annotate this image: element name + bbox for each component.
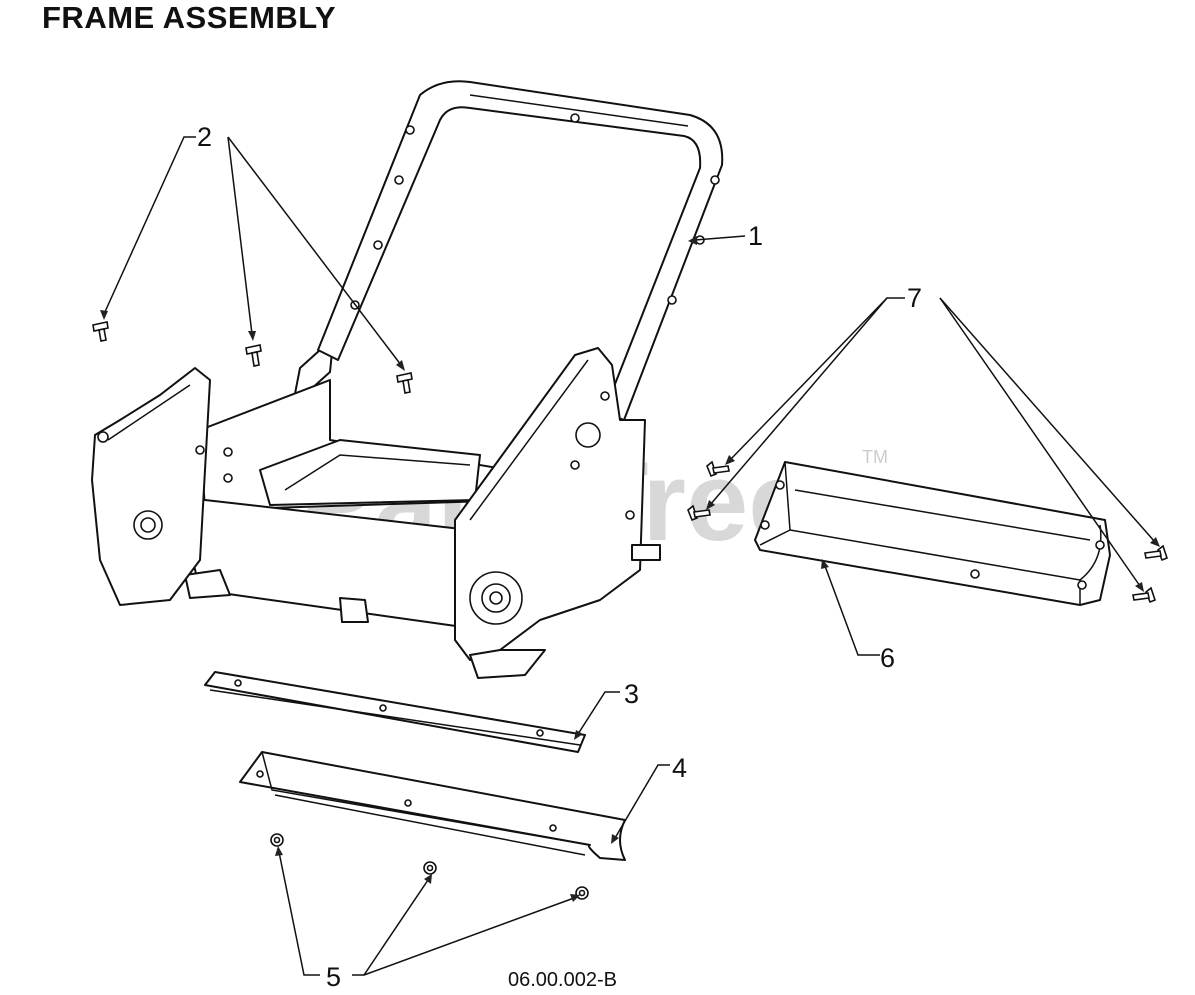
callout-6: 6 xyxy=(880,643,895,673)
watermark-trademark: TM xyxy=(862,447,888,467)
part-5-nuts xyxy=(270,833,589,900)
part-6-chute-housing xyxy=(754,461,1111,606)
part-4-shave-plate xyxy=(239,751,626,861)
part-2-bolts xyxy=(92,321,413,394)
part-1-handle-frame xyxy=(285,80,724,443)
callout-1: 1 xyxy=(748,221,763,251)
part-3-bar xyxy=(204,671,586,753)
leader-lines xyxy=(100,136,1160,976)
drawing-number: 06.00.002-B xyxy=(508,969,617,991)
main-frame-housing xyxy=(91,347,661,679)
part-7-screws xyxy=(687,460,1168,604)
callout-7: 7 xyxy=(907,283,922,313)
callout-5: 5 xyxy=(326,962,341,992)
callout-3: 3 xyxy=(624,679,639,709)
diagram-title: FRAME ASSEMBLY xyxy=(42,0,337,35)
callout-2: 2 xyxy=(197,122,212,152)
callout-4: 4 xyxy=(672,753,687,783)
